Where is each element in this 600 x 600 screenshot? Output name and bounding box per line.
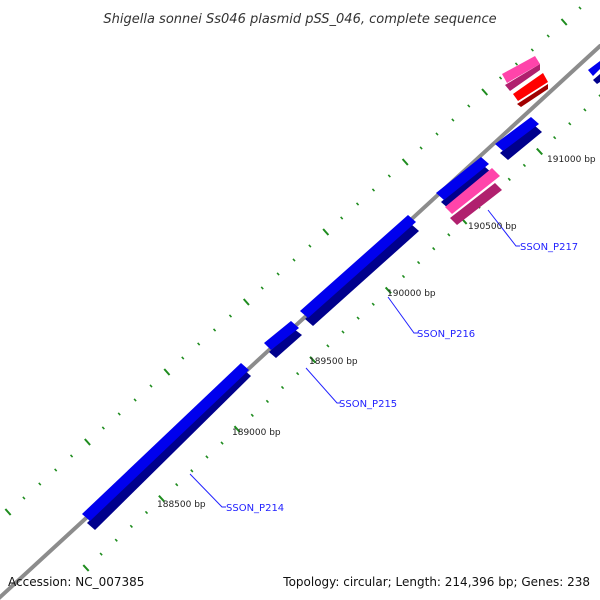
- tick-mark: [598, 94, 600, 98]
- gene-label[interactable]: SSON_P214: [226, 503, 284, 514]
- red-feature[interactable]: [513, 73, 548, 107]
- summary-text: Topology: circular; Length: 214,396 bp; …: [282, 575, 590, 589]
- tick-mark: [481, 88, 489, 96]
- tick-mark: [22, 496, 26, 500]
- tick-mark: [99, 552, 103, 556]
- tick-mark: [416, 260, 421, 265]
- gene-label[interactable]: SSON_P217: [520, 242, 578, 253]
- ruler-label: 188500 bp: [157, 500, 206, 510]
- tick-mark: [54, 468, 58, 472]
- tick-mark: [228, 314, 233, 318]
- tick-mark: [401, 274, 406, 279]
- pink-feature[interactable]: [502, 56, 540, 91]
- tick-mark: [451, 118, 455, 122]
- gene-label-line: [387, 296, 418, 334]
- tick-mark: [4, 508, 12, 516]
- gene-label-line: [189, 473, 226, 508]
- tick-mark: [292, 258, 296, 262]
- tick-mark: [280, 385, 285, 390]
- tick-mark: [129, 524, 133, 528]
- ruler-label: 191000 bp: [547, 155, 596, 165]
- tick-mark: [114, 538, 118, 542]
- tick-mark: [522, 163, 527, 168]
- tick-mark: [220, 441, 224, 445]
- pink-feature[interactable]: [445, 168, 502, 225]
- tick-mark: [309, 356, 317, 364]
- tick-mark: [583, 108, 587, 112]
- gene-label[interactable]: SSON_P215: [339, 399, 397, 410]
- tick-mark: [175, 483, 179, 487]
- tick-mark: [447, 233, 451, 237]
- tick-mark: [158, 494, 166, 503]
- tick-mark: [163, 368, 171, 376]
- tick-mark: [308, 244, 312, 248]
- tick-mark: [553, 136, 557, 140]
- tick-mark: [467, 104, 471, 108]
- map-title: Shigella sonnei Ss046 plasmid pSS_046, c…: [103, 12, 496, 27]
- gene-feature[interactable]: [300, 215, 419, 326]
- tick-mark: [498, 76, 503, 80]
- tick-mark: [341, 330, 345, 334]
- tick-mark: [212, 328, 217, 332]
- gene-feature[interactable]: [264, 321, 302, 358]
- tick-mark: [242, 298, 250, 306]
- tick-mark: [205, 455, 209, 459]
- tick-mark: [133, 398, 137, 402]
- tick-mark: [419, 146, 423, 150]
- tick-mark: [514, 62, 519, 66]
- gene-label[interactable]: SSON_P216: [417, 329, 475, 340]
- gene-feature[interactable]: [436, 157, 492, 209]
- tick-mark: [568, 122, 572, 126]
- gene-label-line: [487, 209, 520, 247]
- inner-tick-ring: [82, 94, 600, 572]
- tick-mark: [82, 564, 90, 572]
- tick-mark: [296, 372, 300, 376]
- tick-mark: [265, 399, 270, 404]
- tick-mark: [260, 286, 264, 290]
- gene-feature[interactable]: [495, 117, 542, 160]
- gene-label-line: [305, 367, 340, 404]
- gene-feature[interactable]: [588, 61, 600, 84]
- tick-mark: [322, 228, 330, 236]
- tick-mark: [507, 177, 511, 181]
- tick-mark: [578, 6, 582, 10]
- tick-mark: [356, 316, 360, 320]
- ruler-label: 190000 bp: [387, 289, 436, 299]
- tick-mark: [181, 356, 185, 360]
- tick-mark: [536, 147, 543, 156]
- tick-mark: [435, 132, 439, 136]
- tick-mark: [371, 302, 375, 306]
- ruler-label: 190500 bp: [468, 222, 517, 232]
- tick-mark: [387, 174, 391, 178]
- tick-mark: [560, 18, 568, 26]
- tick-mark: [401, 158, 409, 166]
- tick-mark: [340, 216, 344, 220]
- tick-mark: [546, 34, 550, 38]
- tick-mark: [432, 247, 436, 251]
- tick-mark: [371, 188, 376, 192]
- tick-mark: [69, 454, 74, 458]
- tick-mark: [326, 344, 330, 348]
- tick-mark: [355, 202, 360, 206]
- ruler-label: 189500 bp: [309, 357, 358, 367]
- tick-mark: [38, 482, 42, 486]
- tick-mark: [144, 510, 149, 515]
- tick-mark: [276, 272, 280, 276]
- tick-mark: [250, 413, 254, 417]
- ruler-label: 189000 bp: [232, 428, 281, 438]
- tick-mark: [117, 412, 121, 416]
- tick-mark: [190, 469, 194, 473]
- tick-mark: [149, 384, 153, 388]
- tick-mark: [84, 438, 91, 446]
- accession-text: Accession: NC_007385: [8, 575, 144, 589]
- tick-mark: [530, 48, 534, 52]
- tick-mark: [384, 286, 392, 294]
- outer-tick-ring: [4, 6, 582, 516]
- tick-mark: [101, 426, 105, 430]
- gene-feature[interactable]: [82, 363, 251, 530]
- tick-mark: [233, 425, 241, 433]
- tick-mark: [197, 342, 201, 346]
